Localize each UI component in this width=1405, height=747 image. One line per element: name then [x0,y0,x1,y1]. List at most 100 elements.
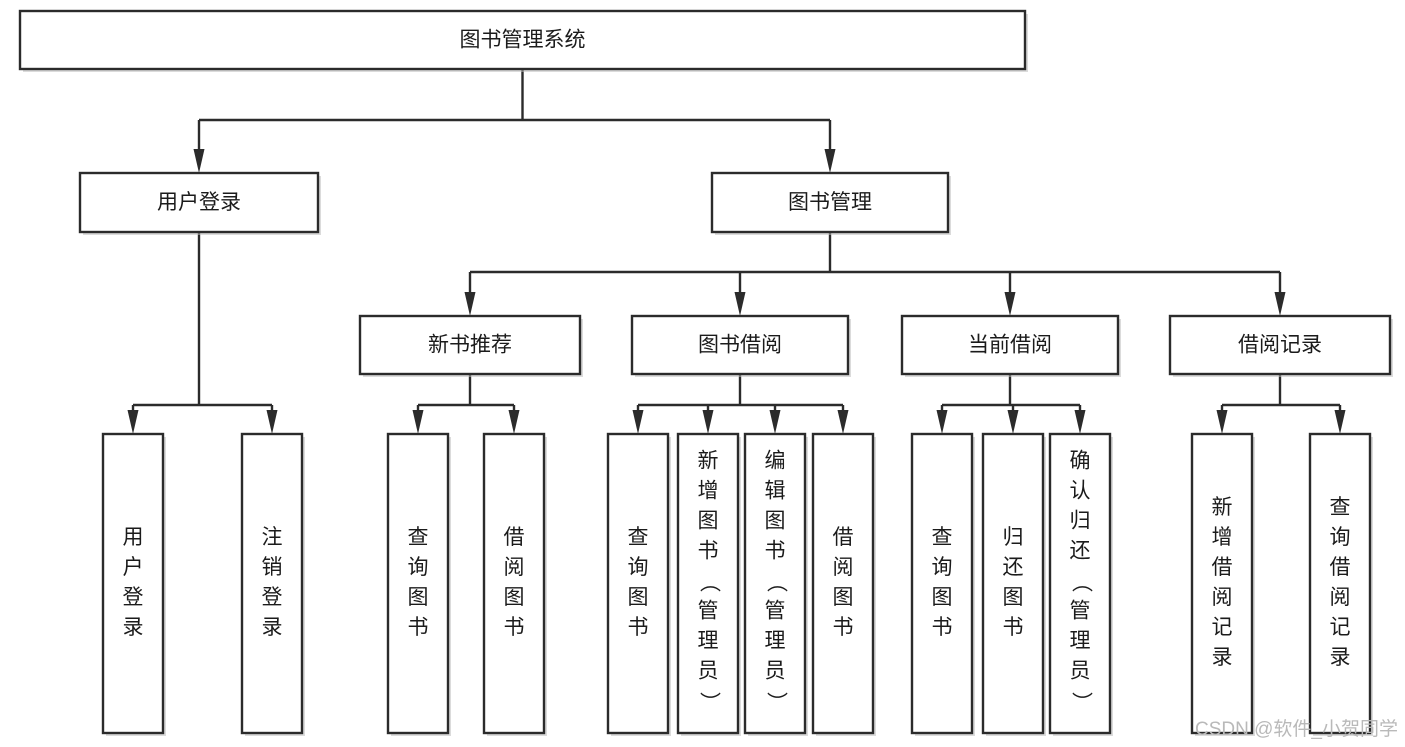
node-box[interactable] [358,314,582,376]
node-label-char: 录 [1330,646,1351,669]
node-label-char: 书 [628,616,649,639]
node-label-char: 查 [932,526,953,549]
node-current-borrow[interactable]: 当前借阅 [900,314,1121,377]
node-label: 新书推荐 [428,334,512,357]
node-leaf-user-login[interactable]: 用户登录 [101,432,166,736]
node-label-char: 借 [833,526,854,549]
node-box[interactable] [981,432,1045,735]
node-label-char: 员 [765,660,786,683]
node-box[interactable] [900,314,1120,376]
node-label-char: 员 [1070,660,1091,683]
node-label-char: 询 [1330,526,1351,549]
connector-group-book-borrow [632,374,849,434]
node-box[interactable] [240,432,304,735]
node-borrow-record[interactable]: 借阅记录 [1168,314,1393,377]
node-box[interactable] [18,9,1027,71]
node-label-char: 书 [504,616,525,639]
node-box[interactable] [630,314,850,376]
node-box[interactable] [710,171,950,234]
connector-group-current-borrow [936,374,1086,434]
node-box[interactable] [743,432,807,735]
node-book-manage[interactable]: 图书管理 [710,171,951,235]
node-label-char: 增 [698,480,719,503]
node-label-char: 图 [698,510,719,533]
node-layer: 图书管理系统用户登录图书管理新书推荐图书借阅当前借阅借阅记录用户登录注销登录查询… [18,9,1393,736]
node-label-char: 新 [1212,496,1233,519]
node-label-char: 查 [408,526,429,549]
node-book-borrow[interactable]: 图书借阅 [630,314,851,377]
node-box[interactable] [386,432,450,735]
node-label-char: 注 [262,526,283,549]
node-label-char: 新 [698,450,719,473]
node-box[interactable] [101,432,165,735]
node-label-char: 辑 [765,480,786,503]
node-box[interactable] [910,432,974,735]
node-label-char: 还 [1003,556,1024,579]
node-label-char: 归 [1003,526,1024,549]
node-label-char: 借 [504,526,525,549]
node-box[interactable] [811,432,875,735]
node-label: 图书管理 [788,191,872,214]
node-label-char: 还 [1070,540,1091,563]
node-label-char: 户 [123,556,144,579]
node-label-char: 询 [628,556,649,579]
node-box[interactable] [482,432,546,735]
node-label-char: 理 [765,630,786,653]
node-label-char: 阅 [833,556,854,579]
node-label-char: 录 [262,616,283,639]
node-box[interactable] [1308,432,1372,735]
node-label-char: 确 [1070,450,1091,473]
node-label-char: 借 [1330,556,1351,579]
node-label-char: 询 [408,556,429,579]
node-label-char: 管 [698,600,719,623]
node-label: 图书管理系统 [460,29,586,52]
node-label-char: 图 [765,510,786,533]
node-box[interactable] [1048,432,1112,735]
node-label-char: 图 [628,586,649,609]
node-user-login[interactable]: 用户登录 [78,171,321,235]
connector-group-root [193,69,836,173]
node-label: 用户登录 [157,191,241,214]
node-label-char: 查 [628,526,649,549]
node-label-char: ） [1069,692,1092,713]
node-label-char: 借 [1212,556,1233,579]
node-new-book-rec[interactable]: 新书推荐 [358,314,583,377]
node-label-char: ） [764,692,787,713]
node-label-char: 管 [1070,600,1091,623]
node-label-char: 归 [1070,510,1091,533]
node-root[interactable]: 图书管理系统 [18,9,1028,72]
node-label-char: （ [1069,572,1092,593]
node-label-char: 理 [698,630,719,653]
node-box[interactable] [78,171,320,234]
node-label-char: 书 [833,616,854,639]
node-label-char: 书 [408,616,429,639]
node-label-char: （ [764,572,787,593]
node-box[interactable] [606,432,670,735]
node-label-char: 录 [1212,646,1233,669]
node-box[interactable] [1168,314,1392,376]
node-label-char: 用 [123,526,144,549]
node-label: 借阅记录 [1238,334,1322,357]
node-label-char: 图 [932,586,953,609]
node-label-char: 查 [1330,496,1351,519]
node-label-char: 书 [1003,616,1024,639]
node-box[interactable] [1190,432,1254,735]
node-label: 当前借阅 [968,334,1052,357]
node-label-char: 编 [765,450,786,473]
node-label-char: 图 [408,586,429,609]
node-box[interactable] [676,432,740,735]
node-label-char: 认 [1070,480,1091,503]
